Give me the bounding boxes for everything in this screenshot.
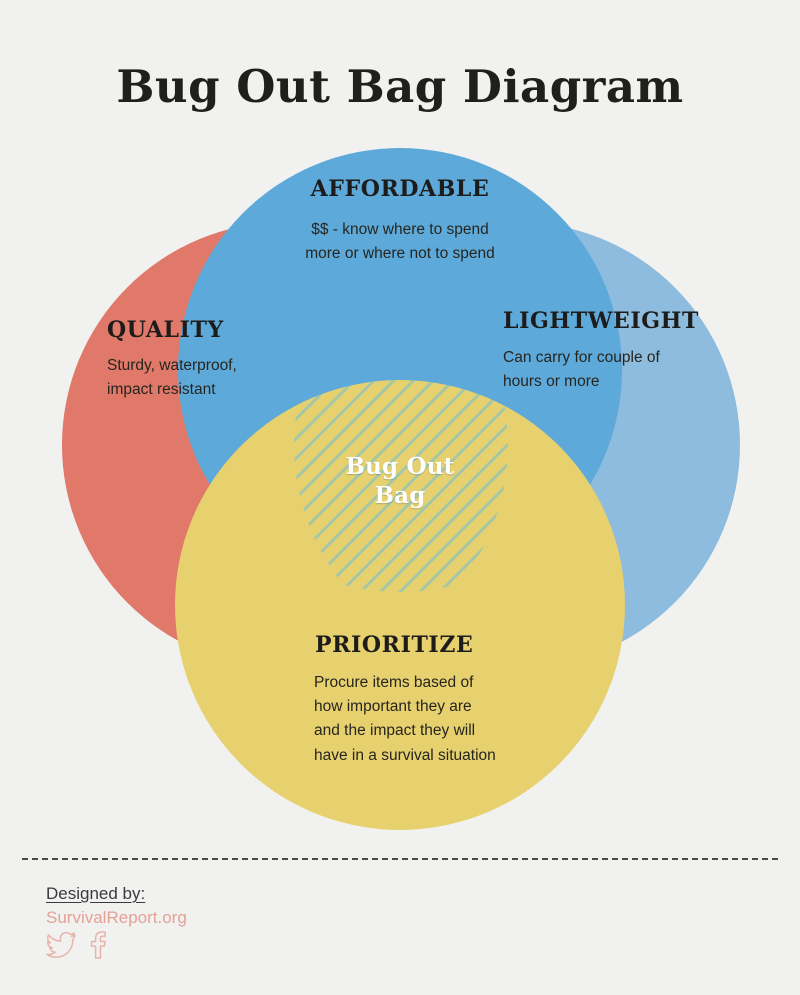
venn-core-hatch: [294, 380, 508, 592]
venn-diagram: [62, 148, 740, 830]
venn-body-quality: Sturdy, waterproof, impact resistant: [107, 357, 237, 399]
venn-center-line-2: Bag: [374, 482, 426, 510]
venn-center-label: Bug Out Bag: [300, 452, 500, 511]
footer: Designed by: SurvivalReport.org: [46, 884, 187, 959]
footer-divider: [22, 858, 778, 860]
venn-label-prioritize: PRIORITIZE Procure items based of how im…: [314, 632, 574, 768]
venn-label-lightweight: LIGHTWEIGHT Can carry for couple of hour…: [503, 308, 733, 394]
venn-heading-lightweight: LIGHTWEIGHT: [503, 308, 700, 334]
venn-body-lightweight: Can carry for couple of hours or more: [503, 349, 660, 391]
venn-label-quality: QUALITY Sturdy, waterproof, impact resis…: [107, 317, 317, 402]
venn-circles: [62, 148, 740, 830]
venn-label-affordable: AFFORDABLE $$ - know where to spend more…: [250, 176, 550, 266]
social-links: [46, 931, 187, 959]
venn-center-line-1: Bug Out: [345, 453, 455, 480]
site-name-link[interactable]: SurvivalReport.org: [46, 908, 187, 927]
venn-heading-prioritize: PRIORITIZE: [315, 632, 474, 658]
venn-body-prioritize: Procure items based of how important the…: [314, 674, 496, 764]
designed-by-label: Designed by:: [46, 884, 146, 903]
venn-circle-prioritize: [175, 380, 625, 830]
page-title: Bug Out Bag Diagram: [116, 60, 684, 113]
venn-heading-quality: QUALITY: [107, 317, 224, 343]
venn-body-affordable: $$ - know where to spend more or where n…: [305, 221, 495, 263]
facebook-icon[interactable]: [88, 931, 106, 959]
twitter-icon[interactable]: [46, 931, 76, 959]
venn-heading-affordable: AFFORDABLE: [310, 176, 490, 202]
